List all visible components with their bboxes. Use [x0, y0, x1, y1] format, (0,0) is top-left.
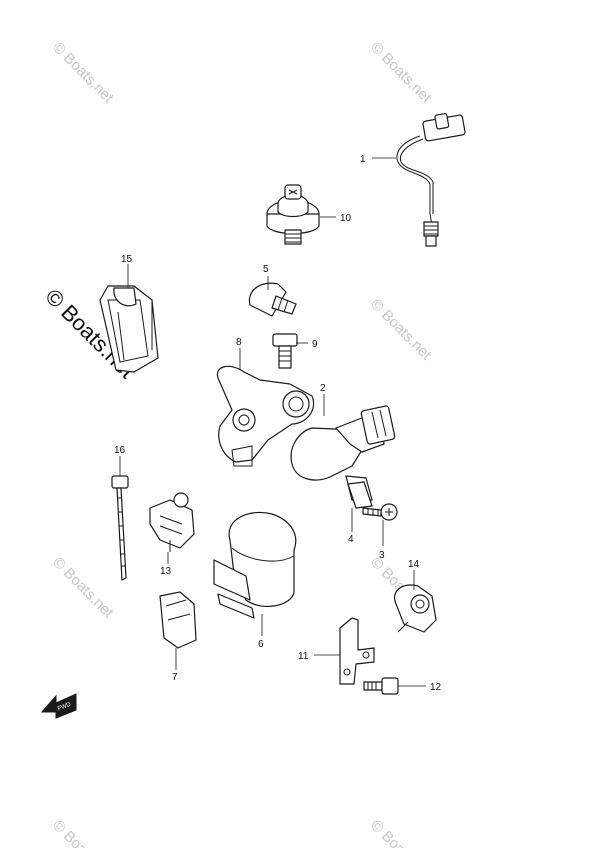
- watermark-lower-left: © Boats.net: [49, 554, 117, 622]
- callout-8: 8: [236, 337, 242, 348]
- fwd-label: FWD: [57, 702, 73, 713]
- part-13-clip: [149, 492, 195, 552]
- part-14-clamp: [394, 584, 437, 633]
- watermark-top-right: © Boats.net: [367, 39, 435, 107]
- part-7-clip-plate: [159, 591, 197, 649]
- fwd-arrow-icon: FWD: [40, 693, 77, 719]
- callout-16: 16: [114, 445, 126, 456]
- part-3-screw: [362, 503, 398, 521]
- part-2-angle-sensor: [290, 405, 396, 501]
- callout-12: 12: [430, 682, 442, 693]
- part-8-bracket: [216, 365, 315, 467]
- part-12-bolt: [363, 677, 399, 695]
- watermark-bottom-left: © Boats.net: [49, 817, 117, 848]
- callout-7: 7: [172, 672, 178, 683]
- part-15-cover: [99, 285, 159, 373]
- watermark-bottom-right: © Boats.net: [367, 817, 435, 848]
- part-5-rubber-cap: [248, 282, 297, 317]
- callout-1: 1: [360, 154, 366, 165]
- callout-4: 4: [348, 534, 354, 545]
- callout-3: 3: [379, 550, 385, 561]
- part-1-sensor-harness: [396, 113, 466, 247]
- part-9-bolt: [272, 333, 298, 369]
- callout-15: 15: [121, 254, 133, 265]
- callout-labels: 1 10 5 9 8 2 15 16 13 3 4 6 7 14 11 12: [114, 154, 442, 693]
- watermark-mid-right: © Boats.net: [367, 296, 435, 364]
- part-4-plate: [347, 481, 373, 509]
- callout-10: 10: [340, 213, 352, 224]
- part-10-pressure-switch: [266, 184, 320, 245]
- callout-2: 2: [320, 383, 326, 394]
- callout-6: 6: [258, 639, 264, 650]
- part-6-grommet: [213, 511, 297, 619]
- watermark-top-left: © Boats.net: [49, 39, 117, 107]
- callout-11: 11: [298, 651, 309, 662]
- callout-14: 14: [408, 559, 420, 570]
- callout-5: 5: [263, 264, 269, 275]
- callout-13: 13: [160, 566, 172, 577]
- part-16-cable-tie: [111, 475, 129, 581]
- part-11-bracket: [339, 617, 375, 685]
- callout-9: 9: [312, 339, 318, 350]
- leader-lines: [119, 157, 426, 687]
